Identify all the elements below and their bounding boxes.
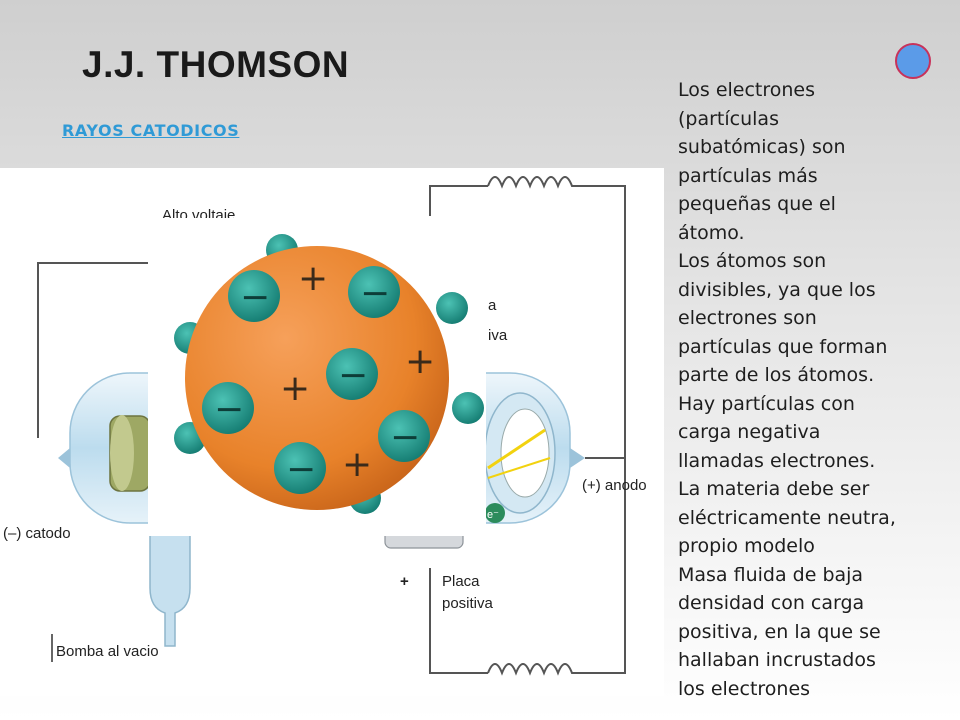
electron-marker — [485, 503, 505, 523]
rayos-catodicos-link[interactable]: RAYOS CATODICOS — [62, 121, 240, 140]
electron: − — [326, 348, 378, 400]
description-line: Los electrones — [678, 79, 816, 101]
description-line: subatómicas) son — [678, 136, 846, 158]
description-line: positiva, en la que se — [678, 620, 881, 643]
label-positive-plate-2: positiva — [442, 595, 494, 612]
description-line: La materia debe ser — [678, 478, 870, 500]
description-line: hallaban incrustados — [678, 649, 876, 671]
plus-signs: + + + + — [280, 258, 435, 485]
description-line: átomo. — [678, 221, 745, 244]
svg-text:−: − — [214, 389, 244, 430]
svg-text:−: − — [338, 355, 368, 396]
coil-bottom — [487, 663, 574, 676]
electron: − — [202, 382, 254, 434]
description-line: carga negativa — [678, 421, 821, 443]
label-cathode: (–) catodo — [3, 525, 71, 542]
label-plate-plus: + — [400, 573, 409, 590]
description-line: partículas que forman — [678, 335, 888, 358]
electron: − — [348, 266, 400, 318]
electron-label: e⁻ — [487, 509, 499, 521]
description-text: Los electrones (partículas subatómicas) so… — [678, 76, 954, 703]
slide-title: J.J. THOMSON — [82, 44, 350, 85]
description-line: eléctricamente neutra, — [678, 506, 896, 529]
thomson-model-inset: + + + + − − − − − − — [148, 218, 486, 536]
description-line: densidad con carga — [678, 592, 865, 614]
plus-sign: + — [342, 444, 372, 485]
plus-sign: + — [298, 258, 328, 299]
description-line: divisibles, ya que los — [678, 278, 876, 301]
cathode-ray-diagram: e⁻ Alto voltaje a iva (+) anodo (–) cato… — [0, 168, 664, 696]
coil-top — [487, 176, 574, 189]
svg-text:−: − — [390, 417, 420, 458]
label-plate-partial-b: iva — [488, 327, 508, 344]
electron: − — [228, 270, 280, 322]
svg-text:−: − — [286, 449, 316, 490]
description-line: los electrones — [678, 677, 811, 700]
svg-text:−: − — [360, 273, 390, 314]
electron: − — [378, 410, 430, 462]
description-line: Masa fluida de baja — [678, 563, 864, 586]
label-vacuum-pump: Bomba al vacio — [56, 643, 159, 660]
description-line: Hay partículas con — [678, 392, 855, 415]
description-line: Los átomos son — [678, 250, 827, 272]
diagram-svg: e⁻ Alto voltaje a iva (+) anodo (–) cato… — [3, 176, 647, 676]
svg-text:−: − — [240, 277, 270, 318]
label-plate-partial-a: a — [488, 297, 497, 314]
circuit-wires — [37, 185, 626, 674]
electron: − — [274, 442, 326, 494]
description-line: parte de los átomos. — [678, 364, 875, 386]
label-anode: (+) anodo — [582, 477, 647, 494]
front-electrons: − − − − − − — [202, 266, 430, 494]
label-positive-plate-1: Placa — [442, 573, 480, 590]
description-line: (partículas — [678, 107, 779, 130]
plus-sign: + — [405, 341, 435, 382]
description-line: propio modelo — [678, 535, 815, 557]
description-line: llamadas electrones. — [678, 449, 876, 472]
description-line: partículas más — [678, 164, 818, 187]
plus-sign: + — [280, 368, 310, 409]
description-line: electrones son — [678, 307, 817, 329]
accent-dot — [895, 43, 931, 79]
description-line: pequeñas que el — [678, 193, 836, 215]
